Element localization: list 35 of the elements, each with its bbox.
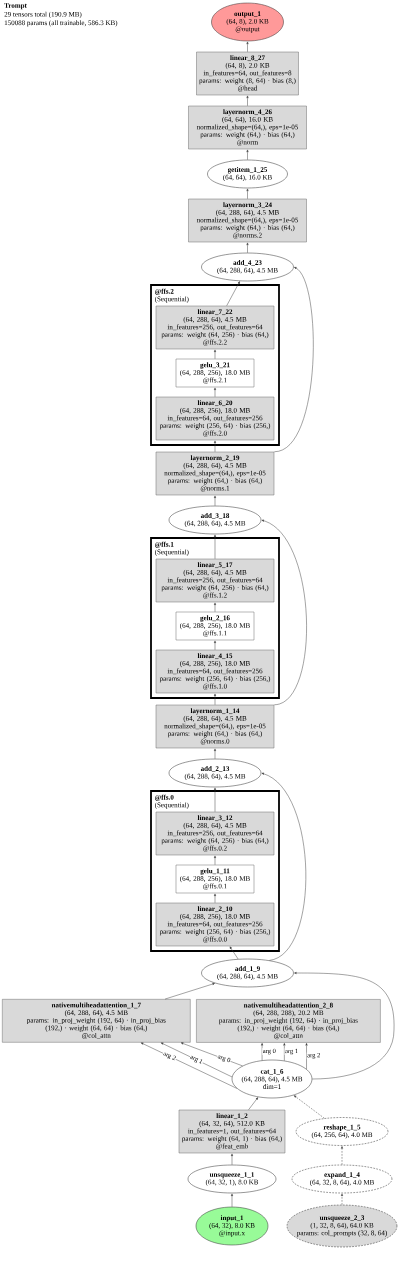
arrow	[214, 640, 216, 650]
arrow	[214, 602, 216, 612]
arrow	[246, 188, 249, 199]
arrow	[214, 893, 216, 903]
arrow	[214, 440, 216, 452]
arrow	[283, 1043, 286, 1061]
arrow	[214, 534, 216, 559]
arrow	[231, 1193, 233, 1207]
arrow	[160, 1042, 233, 1078]
arrow	[246, 41, 249, 52]
arrow	[229, 946, 239, 960]
arrow	[261, 519, 307, 705]
arrow	[214, 349, 216, 359]
arrow	[274, 267, 314, 452]
arrow	[246, 149, 249, 160]
arrow	[246, 242, 249, 253]
arrow	[140, 1042, 238, 1089]
arrow	[164, 983, 215, 1000]
arrow	[294, 972, 395, 1080]
arrow	[231, 1153, 233, 1165]
arrow	[293, 1095, 325, 1119]
arrow	[214, 495, 216, 506]
arrow	[246, 95, 249, 106]
arrow	[226, 281, 240, 306]
arrow	[261, 1043, 264, 1061]
arrow	[180, 1042, 243, 1067]
arrow	[341, 1146, 343, 1165]
arrow	[248, 1097, 259, 1110]
arrow	[305, 1043, 308, 1070]
arrow	[214, 855, 216, 865]
arrow	[214, 787, 216, 812]
arrow	[214, 693, 216, 705]
arrow	[214, 387, 216, 397]
arrow	[214, 748, 216, 759]
arrow	[341, 1193, 343, 1205]
